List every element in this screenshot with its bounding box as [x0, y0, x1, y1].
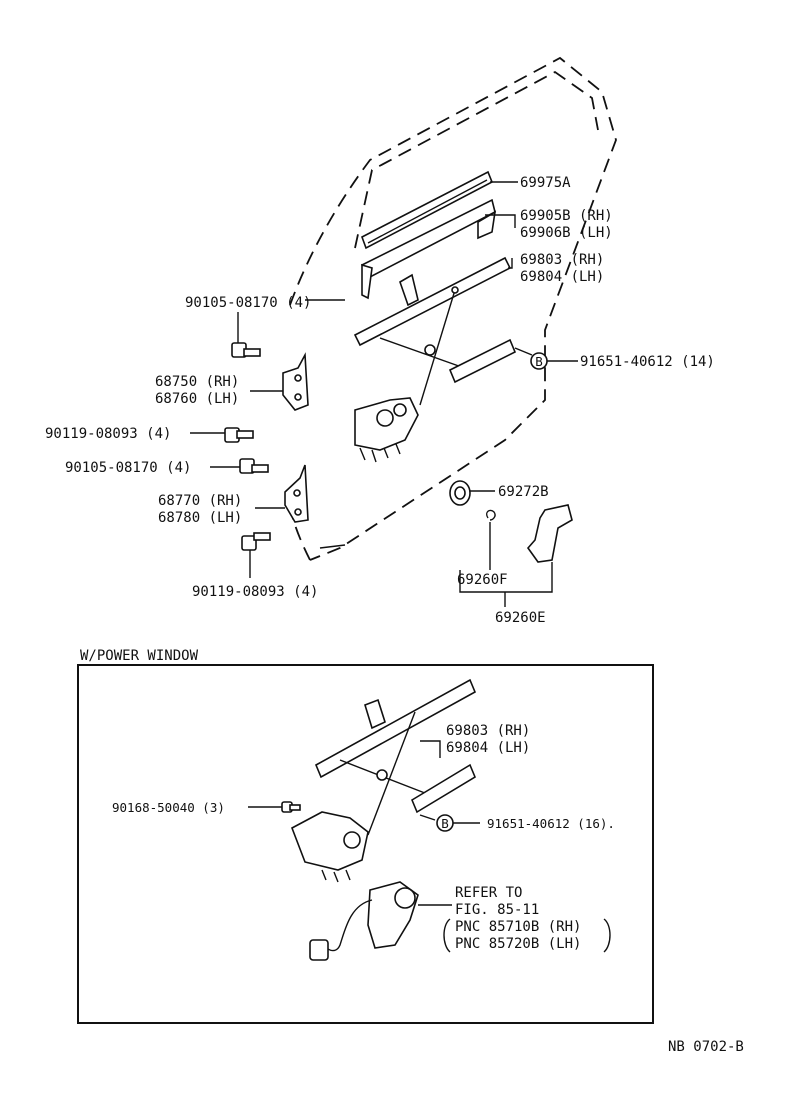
bracket-right: [603, 918, 611, 953]
washer-69272B: [449, 480, 471, 506]
clip-69260F: [485, 509, 496, 521]
label-69260F: 69260F: [457, 572, 508, 588]
power-window-frame: [77, 664, 654, 1024]
label-69803-power: 69803 (RH): [446, 723, 530, 739]
diagram-code: NB 0702-B: [668, 1039, 744, 1055]
bracket-left: [443, 918, 451, 953]
circle-b-marker-2: B: [436, 814, 454, 832]
label-90105-upper: 90105-08170 (4): [185, 295, 311, 311]
circle-b-label-1: B: [535, 354, 543, 369]
label-69803-top: 69803 (RH): [520, 252, 604, 268]
label-68750: 68750 (RH): [155, 374, 239, 390]
label-68760: 68760 (LH): [155, 391, 239, 407]
label-91651-power: 91651-40612 (16).: [487, 816, 615, 831]
label-69260E: 69260E: [495, 610, 546, 626]
bolt-90119-upper: [224, 427, 254, 443]
handle-69260E: [526, 504, 573, 563]
bolt-90105-lower: [239, 458, 269, 474]
hinge-upper: [282, 352, 309, 411]
circle-b-label-2: B: [441, 816, 449, 831]
leader-lines-top: [190, 181, 578, 607]
label-69905B: 69905B (RH): [520, 208, 613, 224]
hinge-lower: [284, 464, 309, 523]
label-68780: 68780 (LH): [158, 510, 242, 526]
bolt-90105-upper: [231, 342, 261, 358]
label-90168: 90168-50040 (3): [112, 800, 225, 815]
label-90105-lower: 90105-08170 (4): [65, 460, 191, 476]
bolt-90119-lower: [241, 532, 271, 551]
label-pnc-rh: PNC 85710B (RH): [455, 919, 581, 935]
section-title-power-window: W/POWER WINDOW: [80, 648, 199, 664]
weatherstrip-69905B: [360, 198, 497, 300]
label-69804-power: 69804 (LH): [446, 740, 530, 756]
label-refer-to: REFER TO: [455, 885, 522, 901]
label-90119-upper: 90119-08093 (4): [45, 426, 171, 442]
label-69804-top: 69804 (LH): [520, 269, 604, 285]
label-69975A: 69975A: [520, 175, 571, 191]
label-69272B: 69272B: [498, 484, 549, 500]
window-motor: [309, 881, 419, 961]
label-fig-ref: FIG. 85-11: [455, 902, 539, 918]
circle-b-marker-1: B: [530, 352, 548, 370]
label-pnc-lh: PNC 85720B (LH): [455, 936, 581, 952]
label-91651-top: 91651-40612 (14): [580, 354, 715, 370]
leader-lines-power: [248, 740, 480, 906]
window-regulator-manual: [353, 256, 517, 463]
label-90119-lower: 90119-08093 (4): [192, 584, 318, 600]
window-regulator-power: [291, 678, 477, 883]
label-68770: 68770 (RH): [158, 493, 242, 509]
screw-90168: [281, 801, 301, 813]
label-69906B: 69906B (LH): [520, 225, 613, 241]
